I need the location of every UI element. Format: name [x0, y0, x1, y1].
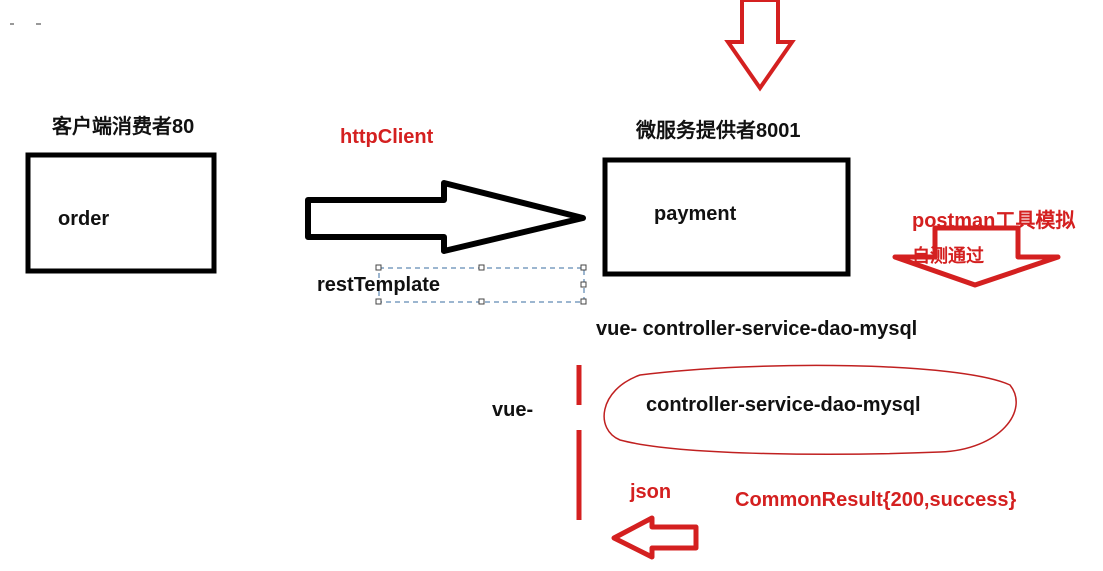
result-label: CommonResult{200,success}: [735, 489, 1017, 511]
order-box[interactable]: [25, 152, 217, 274]
payment-box[interactable]: [602, 157, 851, 277]
resttemplate-label[interactable]: restTemplate: [317, 274, 441, 296]
postman-down-arrow: [892, 225, 1061, 288]
payment-label: payment: [654, 203, 737, 225]
order-label: order: [58, 208, 110, 230]
httpclient-label: httpClient: [340, 126, 434, 148]
request-arrow: [305, 180, 586, 254]
postman-label: postman工具模拟: [912, 210, 1076, 232]
selftest-label: 自测通过: [912, 246, 984, 266]
backend-chain-label: controller-service-dao-mysql: [646, 394, 921, 416]
backend-ellipse: [603, 364, 1017, 455]
json-label: json: [630, 481, 672, 503]
client-title: 客户端消费者80: [52, 116, 195, 138]
provider-title: 微服务提供者8001: [636, 120, 801, 142]
vue-label: vue-: [492, 399, 534, 421]
response-left-arrow: [611, 515, 699, 560]
selection-box[interactable]: [375, 264, 587, 305]
full-chain-label: vue- controller-service-dao-mysql: [596, 318, 918, 340]
top-down-red-arrow: [724, 0, 796, 92]
